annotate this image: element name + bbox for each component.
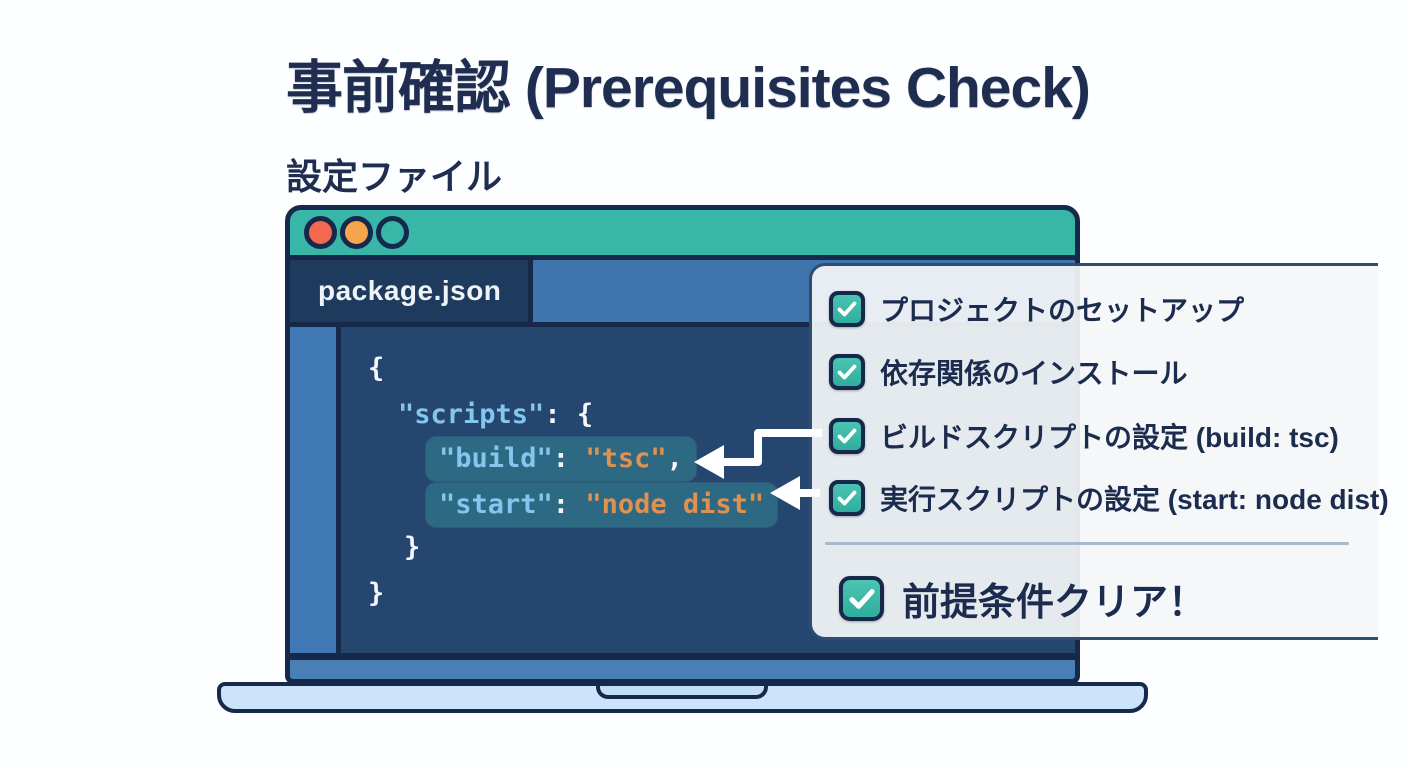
checkmark-icon — [837, 364, 857, 380]
code-line-start: "start": "node dist" — [426, 483, 778, 527]
checkbox-checked-icon — [829, 291, 865, 327]
checkmark-icon — [837, 428, 857, 444]
checklist-item-start-script: 実行スクリプトの設定 (start: node dist) — [829, 478, 1389, 518]
code-line-build: "build": "tsc", — [426, 437, 696, 481]
laptop-hinge — [285, 655, 1080, 684]
checklist-item-label: プロジェクトのセットアップ — [880, 295, 1245, 326]
code-line-open: { — [368, 353, 385, 384]
page-title: 事前確認 (Prerequisites Check) — [286, 56, 1091, 120]
code-line-close-inner: } — [404, 532, 421, 563]
checkmark-icon — [837, 490, 857, 506]
code-line-scripts: "scripts": { — [398, 399, 594, 430]
checkmark-icon — [848, 588, 875, 609]
checkbox-checked-icon — [829, 418, 865, 454]
checklist-item-dependencies: 依存関係のインストール — [829, 352, 1187, 392]
checklist-item-project-setup: プロジェクトのセットアップ — [829, 289, 1244, 329]
section-subtitle: 設定ファイル — [286, 156, 503, 197]
window-button-orange-icon — [340, 216, 373, 249]
checklist-final-item: 前提条件クリア！ — [839, 571, 1206, 626]
checkbox-checked-icon — [839, 576, 884, 621]
checklist-item-label: ビルドスクリプトの設定 (build: tsc) — [880, 422, 1339, 453]
code-line-close-outer: } — [368, 578, 385, 609]
window-button-red-icon — [304, 216, 337, 249]
panel-divider — [825, 542, 1349, 545]
checklist-item-label: 依存関係のインストール — [880, 358, 1188, 389]
checkmark-icon — [837, 301, 857, 317]
laptop-base — [217, 682, 1148, 713]
checklist-item-build-script: ビルドスクリプトの設定 (build: tsc) — [829, 416, 1339, 456]
laptop-base-notch — [596, 686, 768, 699]
window-button-outline-icon — [376, 216, 409, 249]
window-titlebar — [290, 210, 1075, 260]
editor-gutter — [290, 327, 341, 653]
checkbox-checked-icon — [829, 480, 865, 516]
checklist-final-label: 前提条件クリア！ — [902, 582, 1207, 624]
checklist-panel: プロジェクトのセットアップ 依存関係のインストール ビルドスクリプトの設定 (b… — [809, 263, 1389, 640]
checklist-item-label: 実行スクリプトの設定 (start: node dist) — [880, 484, 1389, 515]
checkbox-checked-icon — [829, 354, 865, 390]
tab-package-json: package.json — [318, 275, 502, 306]
